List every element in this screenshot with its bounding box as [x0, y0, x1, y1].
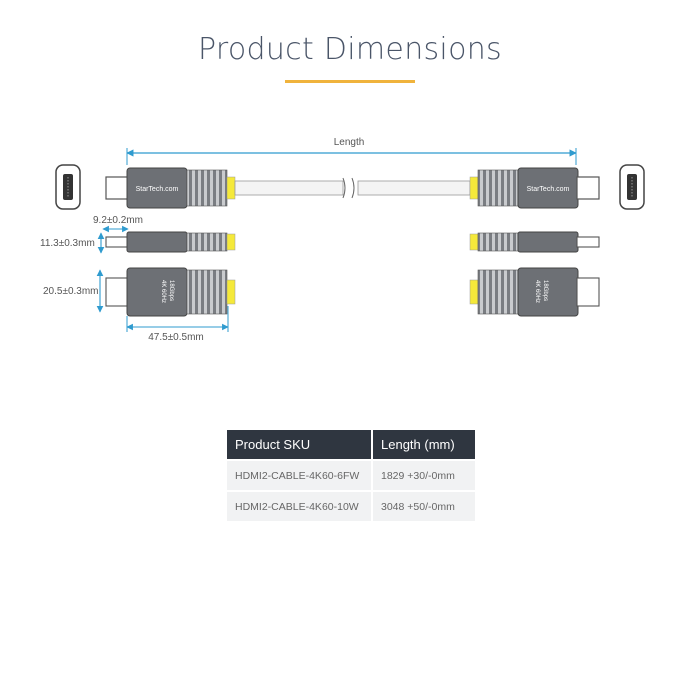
table-row: HDMI2-CABLE-4K60-10W 3048 +50/-0mm	[227, 490, 475, 521]
sku-cell: HDMI2-CABLE-4K60-10W	[227, 490, 372, 521]
length-cell: 1829 +30/-0mm	[371, 459, 475, 491]
spec-text-left-1: 4K 60Hz	[160, 280, 166, 303]
brand-text-left: StarTech.com	[136, 186, 179, 193]
connector-right-profile	[469, 231, 600, 253]
brand-text-right: StarTech.com	[527, 186, 570, 193]
sku-cell: HDMI2-CABLE-4K60-6FW	[227, 459, 372, 491]
cable-body-top	[234, 177, 471, 199]
page-title: Product Dimensions	[198, 32, 502, 67]
spec-text-right-1: 4K 60Hz	[534, 280, 540, 303]
connector-right-topview: 4K 60Hz 18Gbps	[469, 267, 600, 317]
header-product-sku: Product SKU	[227, 430, 372, 460]
connector-left-top: StarTech.com	[105, 167, 236, 209]
spec-table: Product SKU Length (mm) HDMI2-CABLE-4K60…	[227, 430, 475, 521]
title-underline	[285, 80, 415, 83]
body-length-label: 47.5±0.5mm	[148, 332, 204, 343]
spec-text-left-2: 18Gbps	[168, 280, 174, 301]
table-row: HDMI2-CABLE-4K60-6FW 1829 +30/-0mm	[227, 459, 475, 491]
length-cell: 3048 +50/-0mm	[371, 490, 475, 521]
connector-left-profile	[105, 231, 236, 253]
width-label: 20.5±0.3mm	[43, 286, 99, 297]
port-end-view-right	[619, 164, 645, 210]
header-length: Length (mm)	[371, 430, 475, 460]
tip-width-label: 9.2±0.2mm	[93, 215, 143, 226]
connector-right-top: StarTech.com	[469, 167, 600, 209]
thickness-label: 11.3±0.3mm	[40, 238, 95, 249]
cable-dimension-diagram: Length StarTech.com StarTech.com 9.2±0.2…	[40, 137, 645, 343]
spec-text-right-2: 18Gbps	[542, 280, 548, 301]
length-label: Length	[334, 137, 365, 148]
connector-left-topview: 4K 60Hz 18Gbps	[105, 267, 236, 317]
port-end-view-left	[55, 164, 81, 210]
